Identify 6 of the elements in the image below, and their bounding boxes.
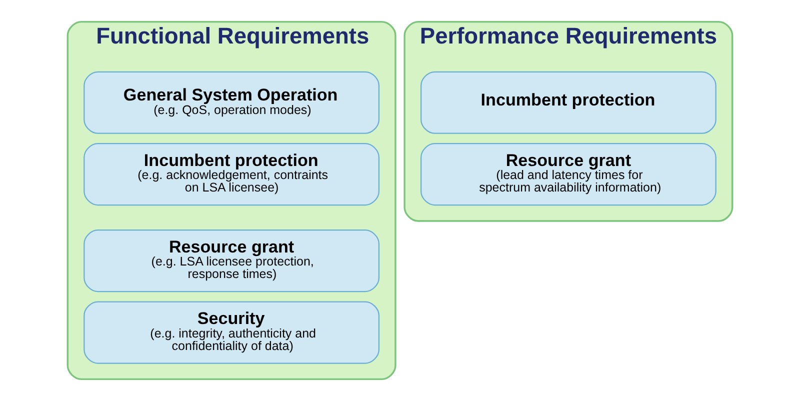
node-box: General System Operation (e.g. QoS, operation modes): [84, 71, 380, 134]
node-box: Security (e.g. integrity, authenticity and confidentiality of data): [84, 301, 380, 364]
node-box: Resource grant (lead and latency times for spectrum availability information): [420, 143, 716, 206]
node-box: Incumbent protection (e.g. acknowledgement, contraints on LSA licensee): [84, 143, 380, 206]
node-box: Incumbent protection: [420, 71, 716, 134]
node-box: Resource grant (e.g. LSA licensee protection, response times): [84, 230, 380, 292]
